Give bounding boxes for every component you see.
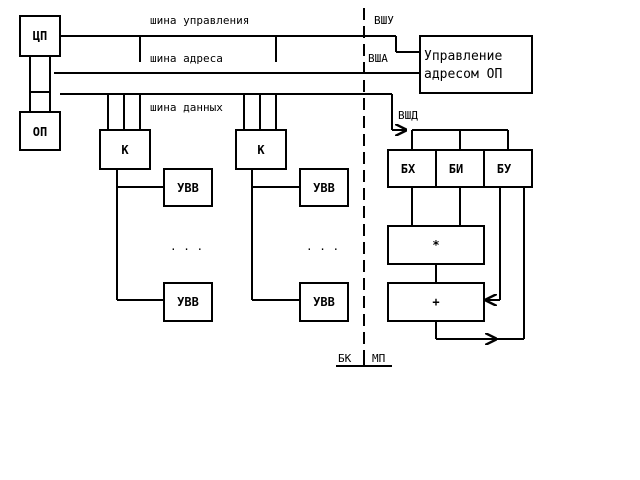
cpu-label: ЦП [33, 29, 47, 43]
multiply-box [387, 225, 485, 265]
right-io-ellipsis: . . . [306, 240, 339, 253]
section-label-right: МП [372, 352, 385, 365]
data-bus-tag: ВШД [398, 109, 418, 122]
data-bus-label: шина данных [150, 101, 223, 114]
address-bus-tag: ВША [368, 52, 388, 65]
address-control-box [419, 35, 533, 94]
control-bus-tag: ВШУ [374, 14, 394, 27]
memory-label: ОП [33, 125, 47, 139]
left-channel-label: К [121, 143, 129, 157]
address-bus-label: шина адреса [150, 52, 223, 65]
right-io-device-bottom [299, 282, 349, 322]
section-label-left: БК [338, 352, 352, 365]
right-channel-box [235, 129, 287, 170]
left-io-device-top [163, 168, 213, 207]
left-io-device-top-label: УВВ [177, 181, 199, 195]
bx-label: БХ [401, 162, 416, 176]
left-io-ellipsis: . . . [170, 240, 203, 253]
memory-box [19, 111, 61, 151]
multiply-label: * [432, 238, 439, 252]
left-io-device-bottom [163, 282, 213, 322]
control-bus-label: шина управления [150, 14, 249, 27]
bi-label: БИ [449, 162, 463, 176]
left-io-device-bottom-label: УВВ [177, 295, 199, 309]
right-io-device-top [299, 168, 349, 207]
right-io-device-top-label: УВВ [313, 181, 335, 195]
right-channel-label: К [257, 143, 265, 157]
bu-label: БУ [497, 162, 512, 176]
bu-box [483, 149, 533, 188]
address-control-label-1: Управление [424, 49, 502, 64]
left-channel-box [99, 129, 151, 170]
address-control-label-2: адресом ОП [424, 67, 502, 82]
cpu-box [19, 15, 61, 57]
right-io-device-bottom-label: УВВ [313, 295, 335, 309]
add-label: + [432, 295, 439, 309]
